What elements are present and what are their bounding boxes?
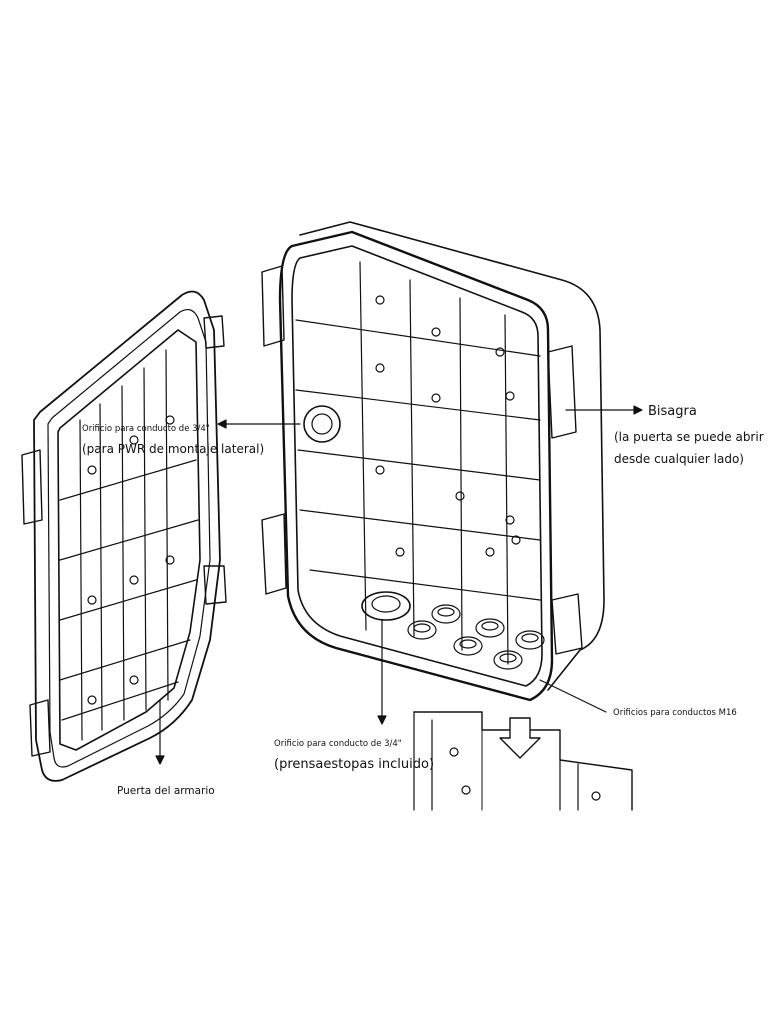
m16-holes-label: Orificios para conductos M16	[613, 708, 737, 718]
door-screw-bosses	[87, 415, 175, 705]
side-conduit-title: Orificio para conducto de 3/4"	[82, 424, 210, 434]
m16-glands	[407, 604, 545, 670]
callout-arrows	[155, 405, 643, 765]
side-conduit-detail: (para PWR de montaje lateral)	[82, 442, 265, 456]
down-arrow-icon	[499, 717, 541, 759]
bottom-conduit-gland	[361, 591, 411, 621]
bottom-conduit-detail: (prensaestopas incluido)	[274, 757, 435, 772]
enclosure-screw-bosses	[375, 295, 521, 557]
side-conduit-hole	[303, 405, 341, 443]
door-label: Puerta del armario	[117, 785, 215, 797]
bottom-conduit-title: Orificio para conducto de 3/4"	[274, 739, 402, 749]
hinge-detail-line-1: (la puerta se puede abrir	[614, 430, 764, 444]
cabinet-door	[21, 290, 227, 782]
mounting-bracket	[413, 711, 633, 811]
enclosure-body	[261, 221, 605, 702]
hinge-title: Bisagra	[648, 404, 697, 419]
hinge-detail-line-2: desde cualquier lado)	[614, 452, 744, 466]
